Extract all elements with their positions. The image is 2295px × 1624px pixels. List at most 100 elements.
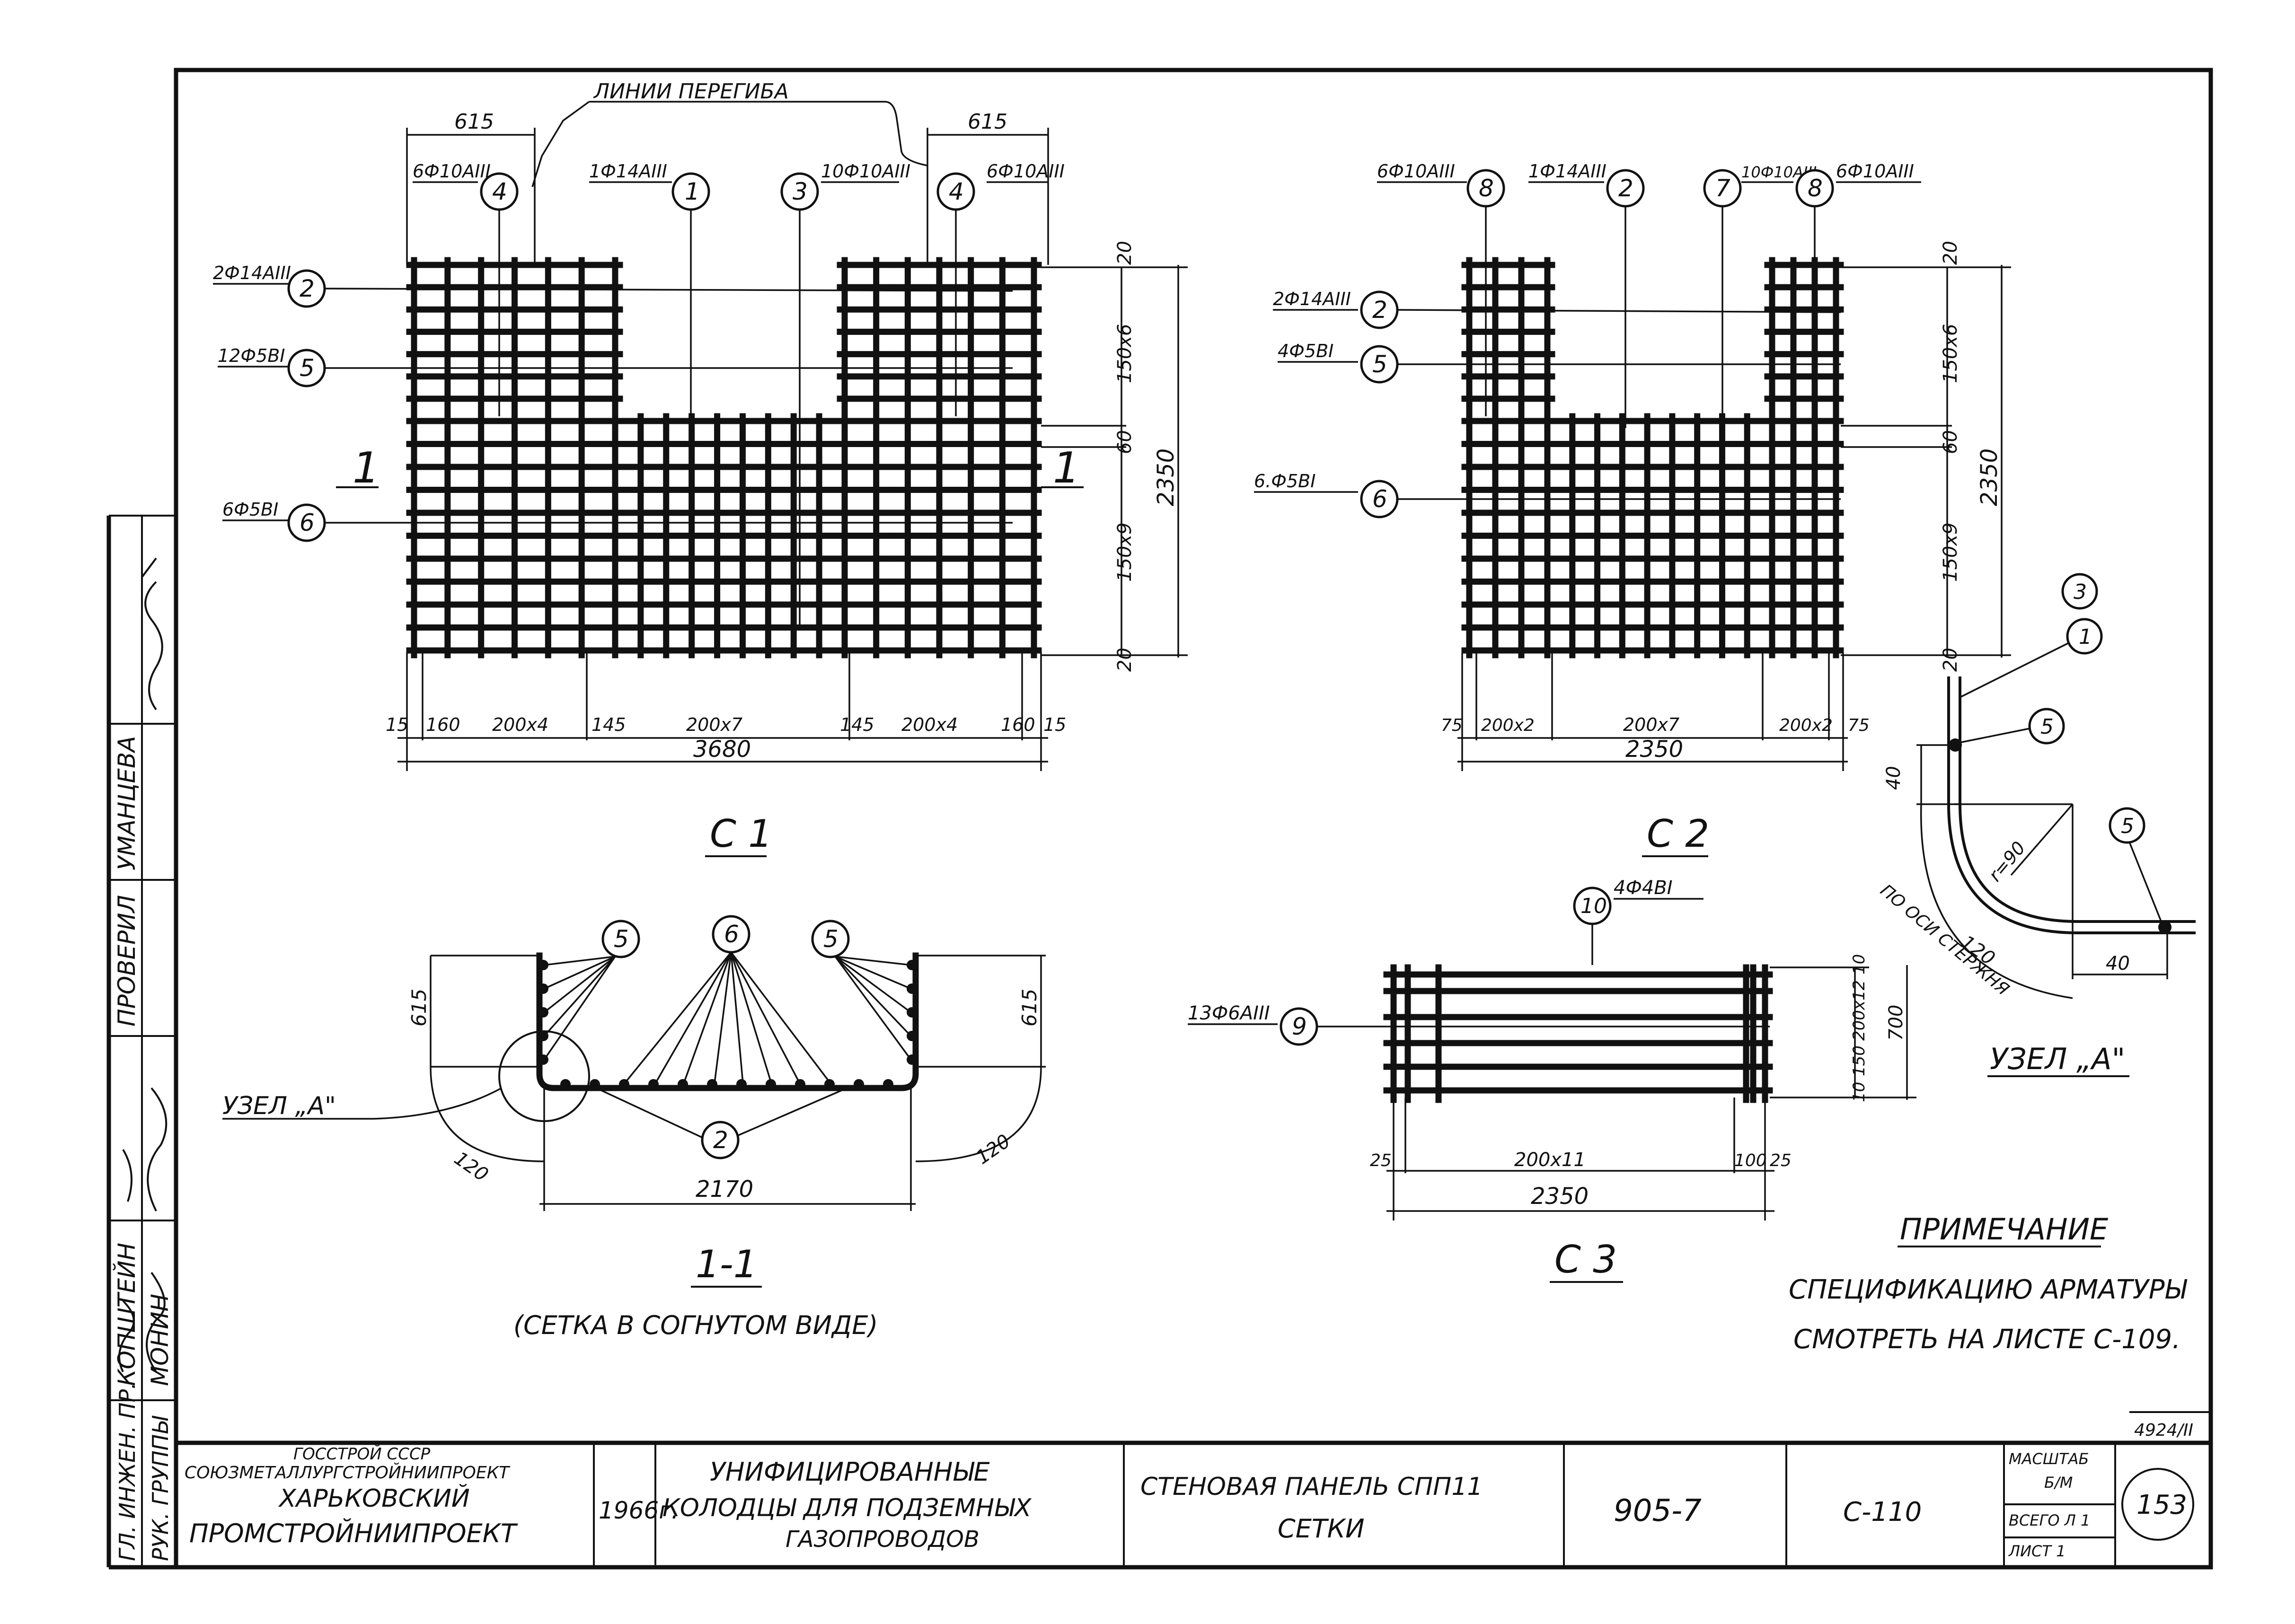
leader-line [544,956,616,990]
c1-dim-r3: 60 [1114,430,1136,454]
c1-title: С 1 [710,812,772,856]
c1-bend-lines-label: ЛИНИИ ПЕРЕГИБА [593,79,789,104]
c2-callout-top-1: 6Ф10АIII [1377,161,1455,182]
node-a-mark-1 [2066,618,2103,655]
sheet-frame [106,68,2213,1570]
section-bar-dot [538,960,548,970]
c1-dim-r1: 20 [1114,241,1136,265]
leader-line [834,956,912,1013]
c2-mark-7-text: 7 [1715,175,1730,202]
title-block: 4924/II ГОССТРОЙ СССР СОЮЗМЕТАЛЛУРГСТРОЙ… [176,1411,2211,1567]
section-bar-dot [883,1079,893,1089]
c1-dim-r2: 150х6 [1114,324,1136,383]
c2-dim-total-v: 2350 [1976,448,2003,506]
c3-mark-9-text: 9 [1292,1013,1307,1040]
c2-mark-2-top-text: 2 [1618,175,1633,202]
s11-dim-width: 2170 [696,1176,753,1203]
c3-dim-total-v: 700 [1885,1005,1907,1041]
s11-mark-5-left [601,920,640,958]
page-number: 153 [2136,1490,2187,1520]
c1-dim-b2: 160 [426,714,460,735]
c1-dim-b3: 200х4 [492,714,548,735]
side-name-2: МОНИН [146,1294,174,1386]
section-bar-dot [538,983,548,994]
c1-top-dim-left: 615 [454,110,494,134]
c2-title: С 2 [1647,812,1709,856]
c3-dim-b1: 25 [1370,1151,1392,1170]
side-stamp: ГЛ. ИНЖЕН. ПР. РУК. ГРУППЫ КОПШТЕЙН МОНИ… [113,557,174,1561]
c1-dim-r5: 20 [1114,648,1136,672]
section-bar-dot [590,1079,600,1089]
c2-callout-top-4: 6Ф10АIII [1836,161,1914,182]
org-line-3: ХАРЬКОВСКИЙ [278,1484,470,1513]
project-line-3: ГАЗОПРОВОДОВ [786,1526,980,1553]
section-bar-dot [907,1007,917,1018]
node-a-mark-5-top-text: 5 [2040,715,2054,739]
c1-callout-top-4: 6Ф10АIII [987,161,1065,182]
c3-dim-total: 2350 [1531,1183,1589,1210]
c1-mark-2-text: 2 [300,275,315,302]
node-a-mark-1-text: 1 [2079,625,2092,649]
s11-dim-left: 615 [407,989,431,1027]
c2-mark-8-left-text: 8 [1479,175,1494,202]
c2-mark-6-text: 6 [1372,485,1387,513]
sheet-number: ЛИСТ 1 [2008,1542,2066,1560]
s11-title: 1-1 [696,1242,758,1286]
c1-dim-b8: 160 [1001,714,1035,735]
node-a-dim-40h: 40 [2106,953,2130,974]
s11-dim-r2: 120 [972,1130,1015,1168]
org-line-2: СОЮЗМЕТАЛЛУРГСТРОЙНИИПРОЕКТ [185,1463,511,1483]
c2-mark-8-right-text: 8 [1808,175,1823,202]
section-bar-dot [766,1079,776,1089]
node-a-title: УЗЕЛ „А" [1990,1042,2125,1076]
mesh-c3 [1383,964,1773,1103]
sheet-code: С-110 [1843,1497,1922,1527]
section-1-1: 615 615 120 120 2170 5 6 5 2 УЗЕЛ „А" 1-… [222,915,1046,1340]
c2-mark-2-text: 2 [1372,296,1387,324]
c1-mark-3-text: 3 [793,178,808,205]
c1-callout-left-1: 2Ф14АIII [213,263,291,283]
node-a-mark-5-top [2028,708,2065,745]
s11-dim-right: 615 [1018,989,1041,1027]
series-number: 905-7 [1614,1493,1702,1528]
c3-dim-r4: 10 [1850,1082,1869,1102]
total-sheets: ВСЕГО Л 1 [2009,1511,2090,1529]
c1-dim-b5: 200х7 [686,714,742,735]
c1-dim-b7: 200х4 [901,714,958,735]
c2-callout-left-3: 6.Ф5ВI [1254,471,1315,492]
leader-line [730,952,801,1084]
scale-label: МАСШТАБ [2009,1450,2089,1468]
c3-dim-r1: 10 [1850,954,1869,974]
section-bar-dot [560,1079,571,1089]
node-a-dim-40v: 40 [1883,766,1905,790]
side-name-1: КОПШТЕЙН [113,1243,141,1386]
sheet-title-2: СЕТКИ [1278,1514,1365,1544]
signature-2 [122,1087,168,1211]
mesh-c1 [406,257,1042,658]
signature-3 [141,557,163,711]
s11-node-label: УЗЕЛ „А" [222,1092,336,1120]
note-title: ПРИМЕЧАНИЕ [1900,1212,2109,1247]
year: 1966г. [599,1497,679,1524]
side-role-3: ПРОВЕРИЛ [113,895,141,1027]
section-bar-dot [707,1079,717,1089]
section-bar-dot [678,1079,688,1089]
c1-mark-6-text: 6 [300,509,315,536]
c2-dim-r1: 20 [1940,241,1961,265]
leader-line [835,956,911,990]
c3-title: С 3 [1554,1238,1617,1282]
c2-dim-b1: 75 [1441,716,1463,735]
c2-dim-total: 2350 [1625,736,1683,763]
c1-annotations: ЛИНИИ ПЕРЕГИБА 615 615 6Ф10АIII 1Ф14АIII… [213,79,1188,857]
c2-callout-left-1: 2Ф14АIII [1273,289,1351,309]
note-block: ПРИМЕЧАНИЕ СПЕЦИФИКАЦИЮ АРМАТУРЫ СМОТРЕТ… [1789,1212,2188,1355]
leader-line [834,956,912,1061]
leader-line [624,951,732,1084]
section-bar-dot [907,960,917,970]
c3-annotations: 10 4Ф4ВI 13Ф6АIII 9 10 200х12 150 10 700… [1188,877,1916,1283]
c2-dim-b2: 200х2 [1481,716,1535,735]
node-a-mark-5-right [2109,807,2145,844]
c2-dim-r3: 60 [1940,430,1961,454]
section-bar-dot [795,1079,805,1089]
section-bar-dot [824,1079,835,1089]
